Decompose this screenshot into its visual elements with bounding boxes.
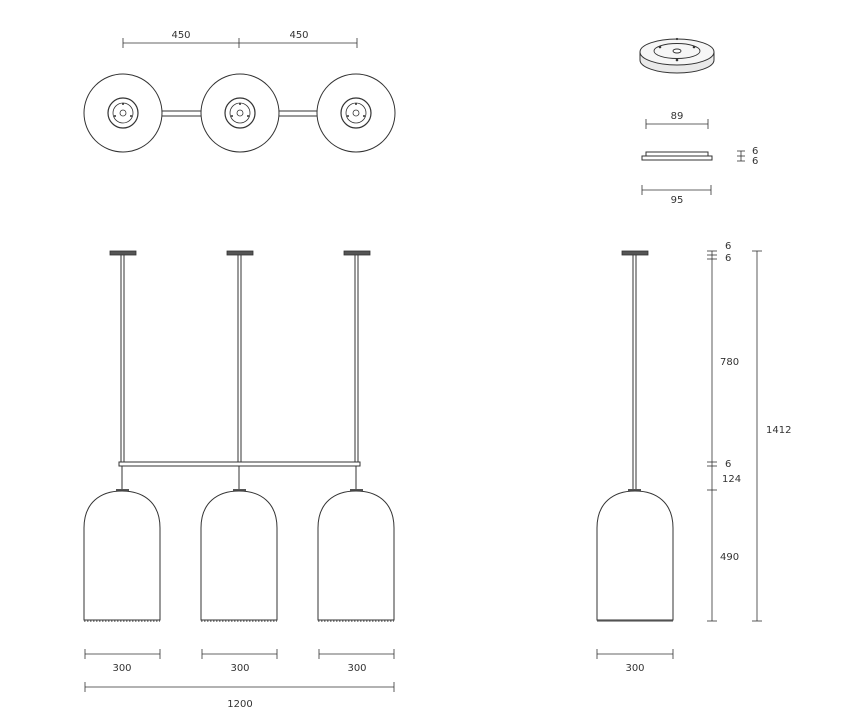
front-canopy-2 — [226, 250, 254, 256]
overall-width-label: 1200 — [227, 699, 252, 710]
side-canopy — [621, 250, 649, 256]
front-canopy-3 — [343, 250, 371, 256]
canopy-perspective — [639, 37, 715, 74]
side-rod — [632, 255, 637, 490]
top-shade-3 — [316, 73, 396, 153]
side-canopy-upper-label: 6 — [725, 241, 731, 252]
overall-height-label: 1412 — [766, 425, 791, 436]
canopy-diameter-top: 89 — [645, 111, 709, 129]
front-bar — [118, 461, 361, 467]
front-canopy-1 — [109, 250, 137, 256]
spacing-label-left: 450 — [171, 30, 190, 41]
top-shade-1 — [83, 73, 163, 153]
front-shade-1 — [83, 489, 161, 622]
side-shade-width-label: 300 — [625, 663, 644, 674]
side-view: 300 6 6 780 6 124 490 1412 — [596, 241, 791, 674]
canopy-thickness-lower-label: 6 — [752, 156, 758, 167]
canopy-diameter-bottom-label: 95 — [671, 195, 684, 206]
shade-width-label-3: 300 — [347, 663, 366, 674]
side-connector-label: 124 — [722, 474, 741, 485]
side-vertical-dimensions: 6 6 780 6 124 490 — [707, 241, 741, 622]
shade-width-label-1: 300 — [112, 663, 131, 674]
front-shade-3 — [317, 489, 395, 622]
canopy-thickness-upper-label: 6 — [752, 146, 758, 157]
spacing-label-right: 450 — [289, 30, 308, 41]
canopy-diameter-top-label: 89 — [671, 111, 684, 122]
front-drops — [121, 466, 357, 490]
canopy-profile — [641, 151, 713, 161]
top-spacing-dimension: 450 450 — [122, 30, 358, 48]
side-shade-height-label: 490 — [720, 552, 739, 563]
front-shade-width-dimensions: 300 300 300 — [84, 649, 395, 674]
front-view: 300 300 300 1200 — [83, 250, 395, 710]
top-shade-2 — [200, 73, 280, 153]
shade-width-label-2: 300 — [230, 663, 249, 674]
front-shade-2 — [200, 489, 278, 622]
side-shade — [596, 489, 674, 622]
side-overall-height-dimension: 1412 — [752, 250, 791, 622]
canopy-diameter-bottom: 95 — [641, 185, 712, 206]
front-rods — [120, 255, 359, 462]
canopy-detail: 89 6 6 95 — [639, 37, 758, 206]
top-view: 450 450 — [83, 30, 396, 153]
side-rod-length-label: 780 — [720, 357, 739, 368]
side-canopy-lower-label: 6 — [725, 253, 731, 264]
side-bar-thickness-label: 6 — [725, 459, 731, 470]
side-shade-width-dimension: 300 — [596, 649, 674, 674]
front-overall-width-dimension: 1200 — [84, 682, 395, 710]
canopy-thickness: 6 6 — [737, 146, 758, 167]
